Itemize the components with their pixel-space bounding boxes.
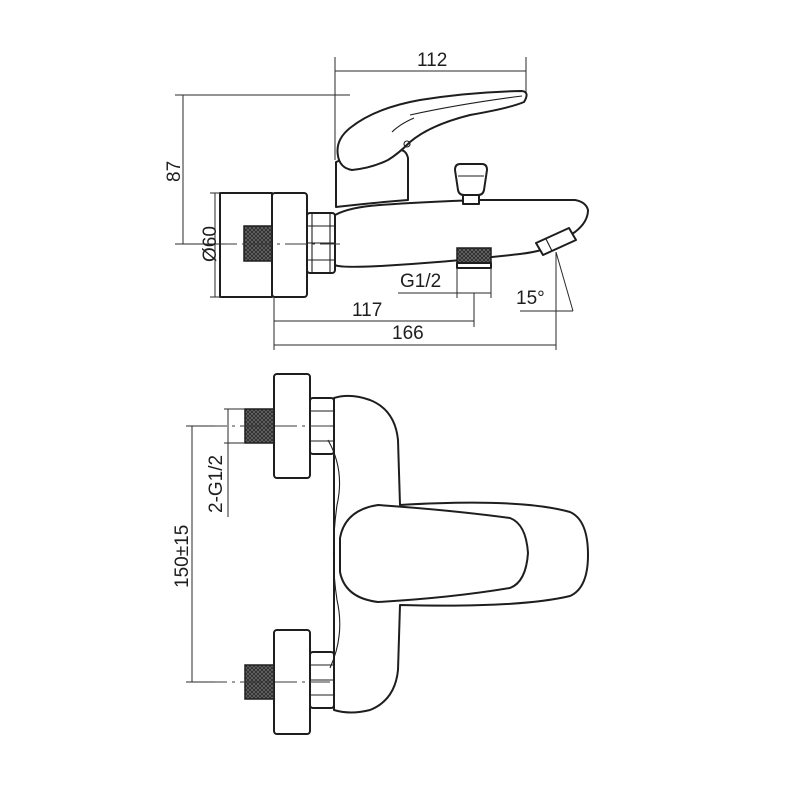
aerator <box>535 227 577 256</box>
faucet-body <box>334 199 589 268</box>
dim-2g12-label: 2-G1/2 <box>206 455 227 513</box>
dim-112-label: 112 <box>417 50 447 71</box>
dim-87-label: 87 <box>164 161 185 182</box>
body-inner-line <box>327 439 341 669</box>
dim-angle-label: 15° <box>516 288 545 309</box>
dim-117-label: 117 <box>352 300 382 321</box>
dim-thread-label: G1/2 <box>400 271 441 292</box>
top-handle <box>339 504 529 603</box>
top-view: 2-G1/2 150±15 <box>172 373 589 735</box>
wall-flange <box>271 192 308 298</box>
side-view: 112 87 Ø60 G1/2 15° 117 166 <box>164 50 589 350</box>
lever-handle <box>336 90 528 171</box>
outlet-thread <box>456 247 492 265</box>
lever-screw <box>403 140 411 148</box>
dim-center-distance-label: 150±15 <box>172 525 193 588</box>
dim-diameter-label: Ø60 <box>200 226 221 262</box>
diverter-knob <box>454 163 488 196</box>
dim-166-label: 166 <box>392 323 424 344</box>
